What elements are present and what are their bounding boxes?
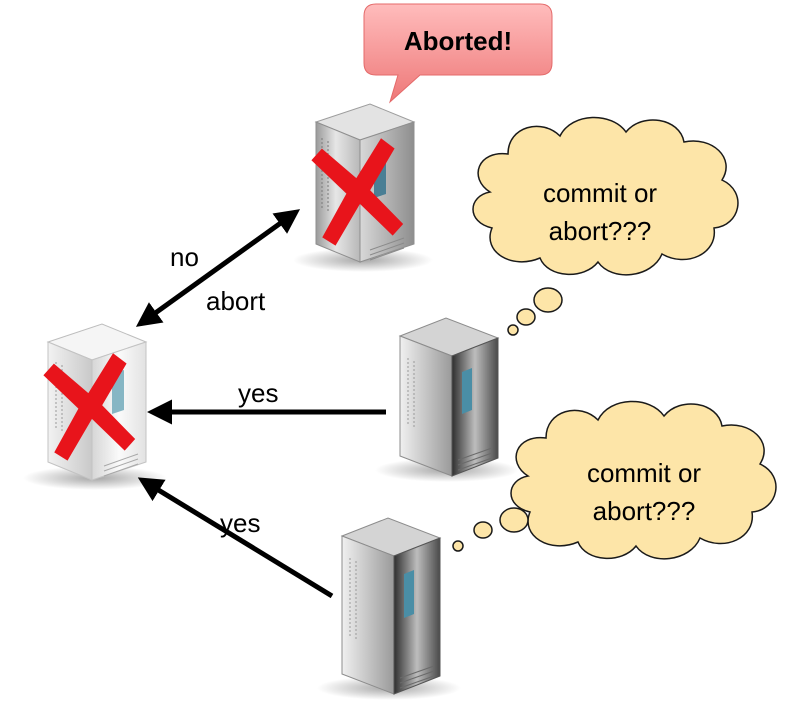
thought-bubble-bottom-line1: commit or xyxy=(587,458,701,488)
thought-bubble-top-line2: abort??? xyxy=(549,216,652,246)
red-x-icon xyxy=(311,138,404,246)
aborted-speech-bubble: Aborted! xyxy=(363,3,553,104)
no-abort-double-arrow xyxy=(135,209,301,327)
red-x-icon xyxy=(43,353,136,461)
label-yes-bottom: yes xyxy=(220,508,260,538)
participant-server-middle xyxy=(375,317,519,482)
label-no: no xyxy=(170,242,199,272)
thought-bubble-top-line1: commit or xyxy=(543,178,657,208)
thought-bubble-bottom: commit or abort??? xyxy=(452,400,777,560)
thought-bubble-bottom-line2: abort??? xyxy=(593,496,696,526)
thought-bubble-top: commit or abort??? xyxy=(472,116,739,336)
label-yes-middle: yes xyxy=(238,378,278,408)
arrows xyxy=(135,209,386,599)
participant-server-bottom xyxy=(317,517,461,700)
yes-arrow-bottom xyxy=(137,477,334,599)
label-abort: abort xyxy=(206,286,266,316)
aborted-bubble-text: Aborted! xyxy=(404,26,512,56)
